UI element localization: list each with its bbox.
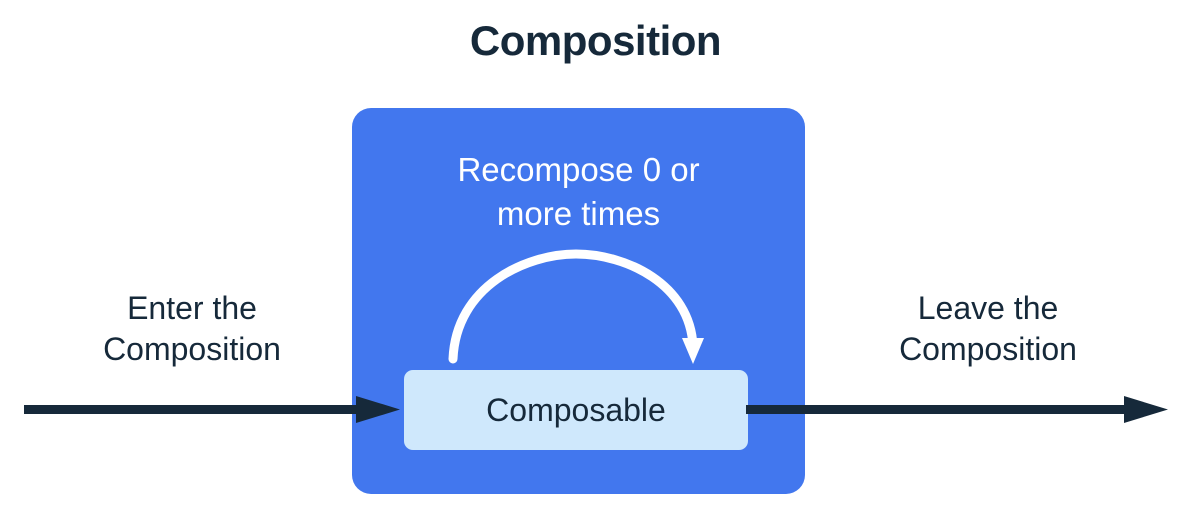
composable-label: Composable bbox=[486, 392, 666, 428]
recompose-caption-line-2: more times bbox=[496, 194, 661, 232]
enter-composition-label: Enter the Composition bbox=[42, 288, 342, 370]
leave-flow-arrow-icon bbox=[746, 396, 1168, 423]
page-title: Composition bbox=[469, 17, 722, 64]
leave-composition-label: Leave the Composition bbox=[838, 288, 1138, 370]
leave-composition-label-line-1: Leave the bbox=[917, 290, 1059, 326]
recompose-caption: Recompose 0 or more times bbox=[352, 148, 805, 236]
enter-flow-arrow-icon bbox=[24, 396, 400, 423]
enter-composition-label-line-2: Composition bbox=[103, 330, 281, 367]
composable-node: Composable bbox=[404, 370, 748, 450]
recompose-loop-arrow-icon bbox=[448, 249, 704, 364]
enter-composition-label-line-1: Enter the bbox=[127, 290, 257, 326]
recompose-caption-line-1: Recompose 0 or bbox=[457, 151, 700, 188]
leave-composition-label-line-2: Composition bbox=[899, 330, 1077, 367]
